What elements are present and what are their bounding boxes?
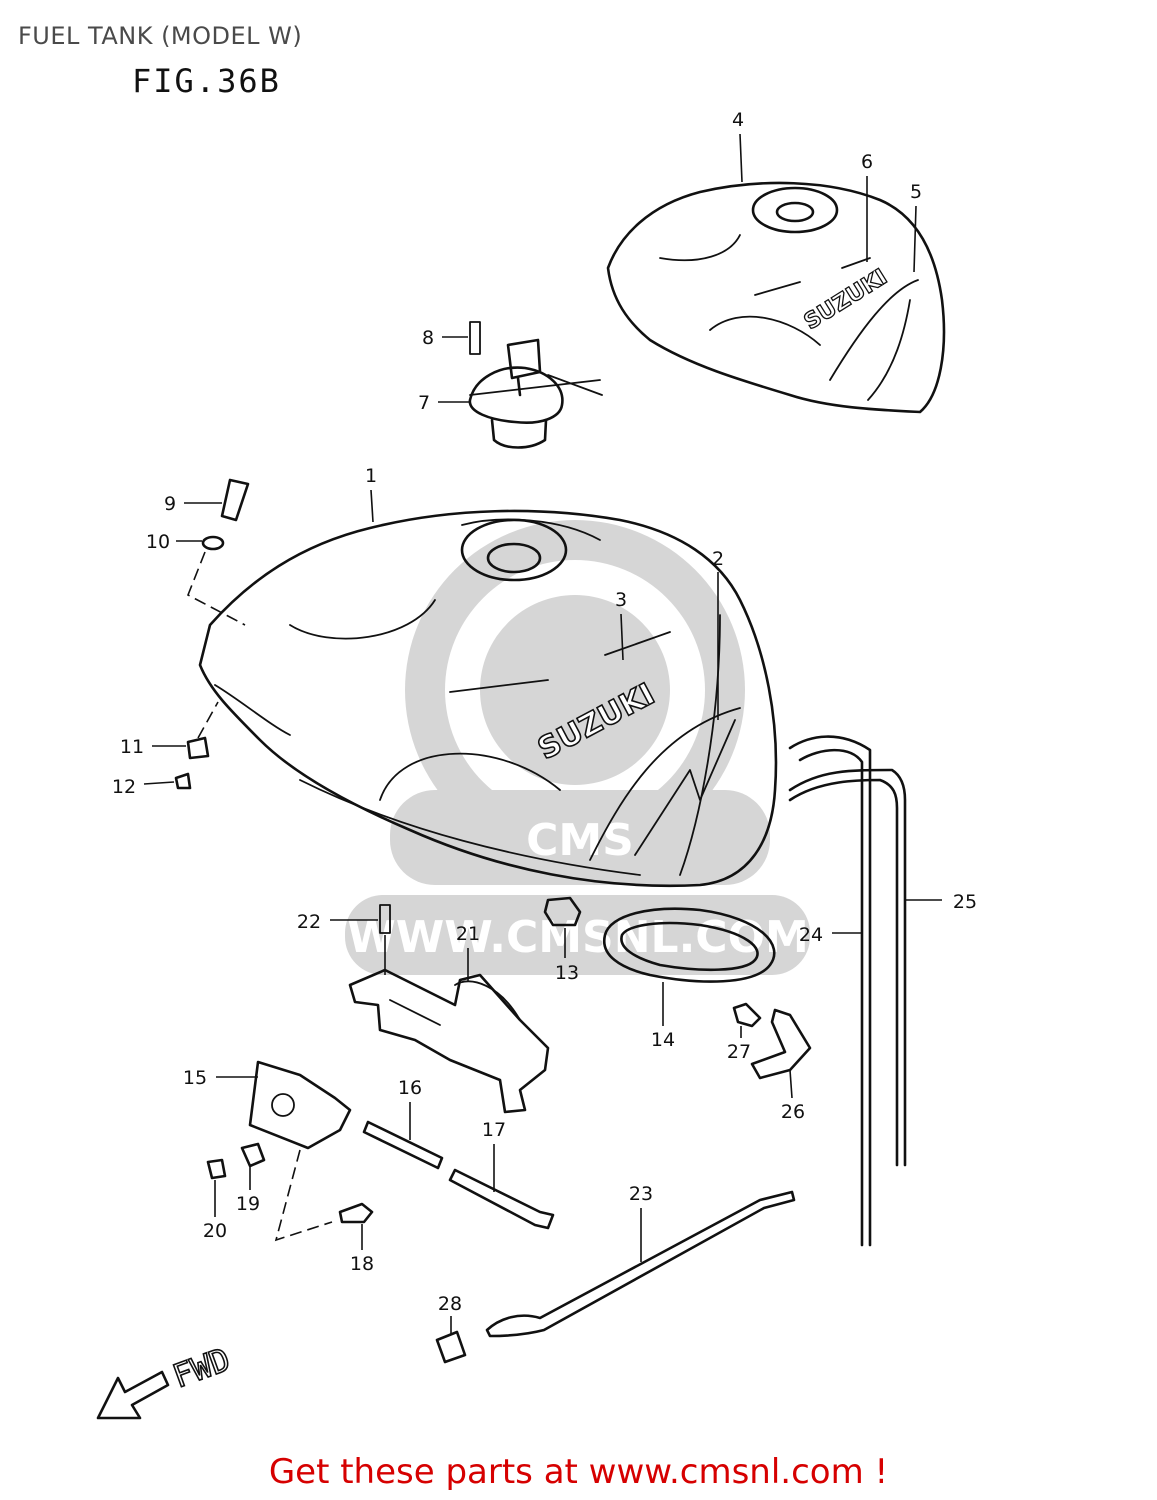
part-number-18: 18 xyxy=(350,1253,374,1275)
part-number-26: 26 xyxy=(781,1101,805,1123)
watermark-url-plate xyxy=(345,895,810,975)
watermark-logo-text: CMS xyxy=(526,815,634,866)
part-number-21: 21 xyxy=(456,923,480,945)
part-number-14: 14 xyxy=(651,1029,675,1051)
rear-bracket xyxy=(348,904,550,1114)
part-number-3: 3 xyxy=(615,589,627,611)
part-number-11: 11 xyxy=(120,736,144,758)
cushion-and-gasket xyxy=(543,896,776,983)
part-number-7: 7 xyxy=(418,392,430,414)
bracket-bolt xyxy=(379,904,391,934)
hoses xyxy=(788,735,907,1247)
watermark-logo-plate xyxy=(390,790,770,885)
fuel-cap xyxy=(468,321,603,449)
part-number-17: 17 xyxy=(482,1119,506,1141)
pins-and-bolts xyxy=(338,1120,555,1230)
footer-link[interactable]: Get these parts at www.cmsnl.com ! xyxy=(268,1452,889,1492)
part-number-16: 16 xyxy=(398,1077,422,1099)
part-number-9: 9 xyxy=(164,493,176,515)
part-number-2: 2 xyxy=(712,548,724,570)
cap-screw xyxy=(469,321,481,355)
forward-label: FWD xyxy=(168,1340,235,1395)
figure-label: FIG.36B xyxy=(132,62,281,100)
part-number-22: 22 xyxy=(297,911,321,933)
page-title: FUEL TANK (MODEL W) xyxy=(18,22,303,50)
part-number-13: 13 xyxy=(555,962,579,984)
part-number-28: 28 xyxy=(438,1293,462,1315)
front-mount-hardware xyxy=(174,478,250,790)
part-number-4: 4 xyxy=(732,109,744,131)
part-number-25: 25 xyxy=(953,891,977,913)
part-number-27: 27 xyxy=(727,1041,751,1063)
tank-prop-rod xyxy=(435,1190,796,1364)
part-number-12: 12 xyxy=(112,776,136,798)
part-number-6: 6 xyxy=(861,151,873,173)
part-number-5: 5 xyxy=(910,181,922,203)
part-number-15: 15 xyxy=(183,1067,207,1089)
tank-cover-logo: SUZUKI xyxy=(800,265,892,335)
part-number-20: 20 xyxy=(203,1220,227,1242)
tank-cover: SUZUKI xyxy=(606,181,946,414)
part-callouts: 1 2 3 4 5 6 7 8 9 10 11 12 13 xyxy=(112,109,977,1334)
part-number-23: 23 xyxy=(629,1183,653,1205)
part-number-24: 24 xyxy=(799,924,823,946)
part-number-8: 8 xyxy=(422,327,434,349)
hose-clamp xyxy=(732,1002,812,1080)
hinge-bracket xyxy=(206,1060,352,1242)
part-number-10: 10 xyxy=(146,531,170,553)
forward-arrow: FWD xyxy=(96,1339,236,1420)
part-number-1: 1 xyxy=(365,465,377,487)
part-number-19: 19 xyxy=(236,1193,260,1215)
